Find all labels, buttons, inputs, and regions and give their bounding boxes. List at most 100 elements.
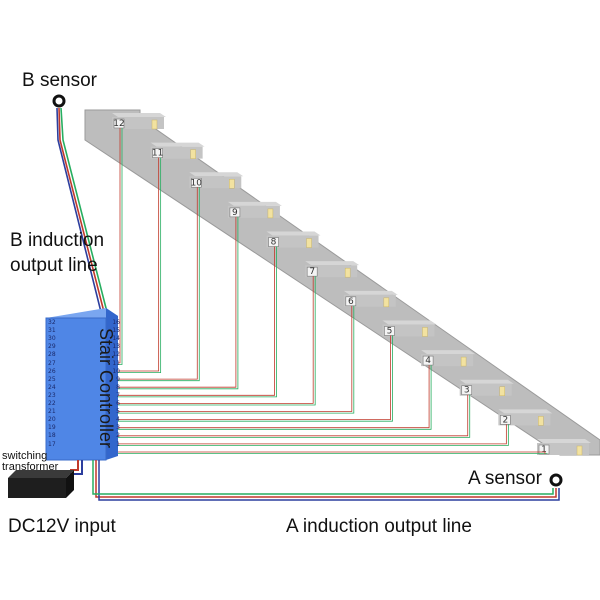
step-tread [459, 379, 514, 384]
switching-label-line1: switching [2, 450, 48, 462]
stair-step: 10 [189, 172, 244, 189]
a-induction-label: A induction output line [286, 516, 472, 537]
controller-pin-label: 19 [48, 424, 56, 432]
step-lamp-icon [383, 297, 390, 308]
step-lamp-icon [499, 386, 505, 396]
dc-input-label: DC12V input [8, 516, 116, 537]
b-induction-label-line2: output line [10, 255, 98, 276]
step-tread [227, 201, 282, 206]
stair-step: 1 [537, 439, 591, 456]
controller-pin-label: 18 [48, 432, 56, 440]
step-lamp-icon [306, 238, 312, 248]
controller-pin-label: 20 [48, 416, 56, 424]
step-wire-red [118, 128, 121, 364]
step-lamp-icon [576, 445, 583, 456]
stair-step: 4 [421, 350, 476, 367]
step-wire-red [118, 246, 275, 396]
controller-pin-label: 26 [48, 367, 56, 375]
controller-pin-label: 30 [48, 335, 56, 343]
step-tread [305, 261, 360, 266]
step-wire-green [118, 365, 432, 430]
step-riser [498, 413, 551, 426]
step-wire-red [118, 276, 314, 404]
step-lamp-icon [422, 327, 428, 337]
step-number: 6 [348, 297, 354, 307]
step-riser [112, 117, 164, 129]
a-output-line-green [92, 460, 554, 495]
a-output-line [95, 460, 557, 498]
controller-pin-label: 17 [48, 440, 56, 448]
step-riser [227, 205, 280, 218]
step-number-box [152, 148, 163, 158]
step-wire-green [118, 128, 123, 365]
step-riser [150, 146, 203, 159]
controller-pin-label: 23 [48, 391, 56, 399]
step-riser [382, 324, 435, 337]
step-number: 4 [425, 356, 431, 366]
stair-controller [45, 308, 118, 461]
step-riser [189, 176, 242, 189]
step-tread [112, 113, 166, 117]
b-induction-label-line1: B induction [10, 230, 105, 251]
controller-pin-label: 2 [116, 432, 120, 440]
step-number: 2 [502, 415, 508, 425]
step-tread [382, 320, 437, 325]
controller-pin-label: 12 [112, 351, 120, 359]
step-wire-green [118, 424, 509, 446]
step-lamp-icon [229, 179, 235, 189]
controller-pin-label: 22 [48, 400, 56, 407]
step-tread [150, 142, 205, 147]
stair-step: 9 [227, 201, 282, 219]
stair-step: 3 [459, 379, 514, 396]
step-wire-green [118, 216, 239, 390]
step-riser [343, 294, 396, 307]
step-number-box [306, 266, 318, 277]
controller-pin-label: 10 [112, 367, 120, 375]
stair-step: 2 [498, 409, 553, 426]
controller-pin-label: 6 [116, 400, 120, 407]
stair-step: 5 [382, 320, 437, 337]
step-number-box [190, 177, 202, 188]
step-wire-red [118, 187, 198, 380]
a-sensor-icon [549, 473, 563, 487]
step-number: 9 [232, 208, 238, 218]
switching-label-line2: transformer [2, 461, 59, 473]
b-sensor-icon [52, 94, 66, 108]
step-number: 5 [387, 326, 393, 336]
stair-step: 6 [343, 290, 398, 308]
controller-label: Stair Controller [96, 327, 116, 449]
step-riser [459, 383, 512, 396]
controller-pin-label: 4 [116, 416, 120, 424]
controller-pin-label: 15 [112, 327, 120, 335]
step-lamp-icon [267, 208, 274, 219]
step-wire-green [118, 187, 200, 382]
step-number: 1 [541, 445, 547, 455]
controller-pin-label: 21 [48, 408, 56, 416]
step-lamp-icon [151, 119, 158, 130]
step-number: 8 [271, 238, 277, 248]
step-wire-red [118, 365, 430, 429]
stair-step: 12 [112, 113, 166, 130]
step-lamp-icon [538, 416, 544, 426]
controller-pin-label: 14 [112, 335, 120, 343]
controller-pin-label: 24 [48, 383, 56, 391]
switching-transformer [8, 470, 74, 498]
controller-pin-label: 29 [48, 343, 56, 351]
b-sensor-cable-blue [56, 107, 102, 313]
step-number: 7 [309, 267, 315, 277]
controller-pin-label: 28 [48, 351, 56, 359]
step-tread [498, 409, 553, 414]
step-number-box [384, 326, 395, 336]
b-sensor-cable [58, 107, 105, 313]
controller-pin-label: 27 [48, 359, 56, 367]
step-lamp-icon [344, 267, 351, 278]
b-sensor-label: B sensor [22, 70, 97, 91]
step-wire-red [118, 424, 507, 445]
step-tread [189, 172, 244, 177]
step-number: 3 [464, 386, 470, 396]
stair-step: 11 [150, 142, 205, 159]
controller-pin-label: 3 [116, 424, 120, 432]
a-sensor-label: A sensor [468, 468, 542, 489]
step-lamp-icon [460, 356, 467, 367]
